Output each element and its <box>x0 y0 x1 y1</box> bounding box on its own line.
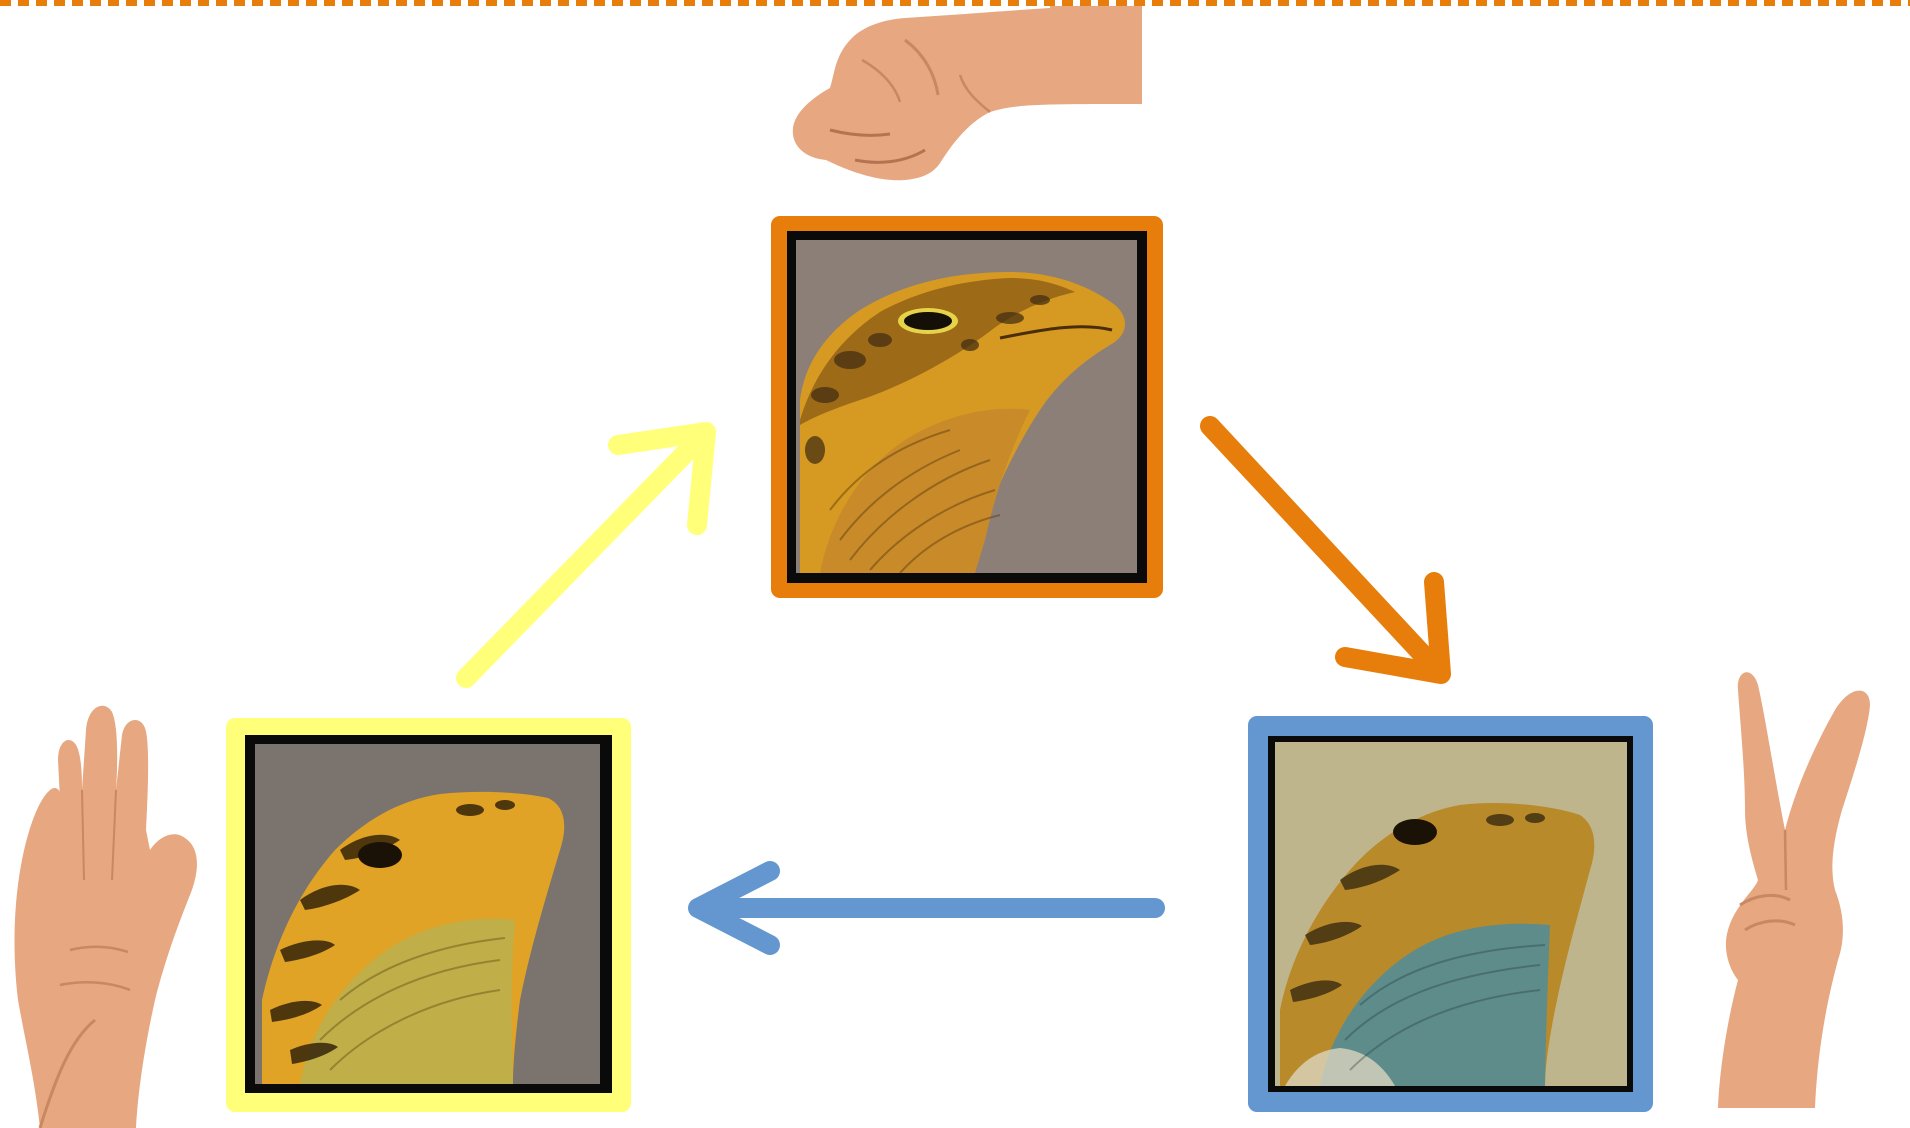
panel-right-blue <box>1248 716 1653 1112</box>
arrow-down-right-icon <box>1210 426 1441 674</box>
panel-top-orange <box>771 216 1163 598</box>
arrow-left-icon <box>698 871 1155 945</box>
panel-left-yellow <box>226 718 631 1112</box>
paper-open-hand-icon <box>15 706 197 1128</box>
scissors-v-sign-icon <box>1718 672 1870 1108</box>
arrow-up-right-icon <box>466 432 706 678</box>
rock-fist-icon <box>793 6 1142 180</box>
